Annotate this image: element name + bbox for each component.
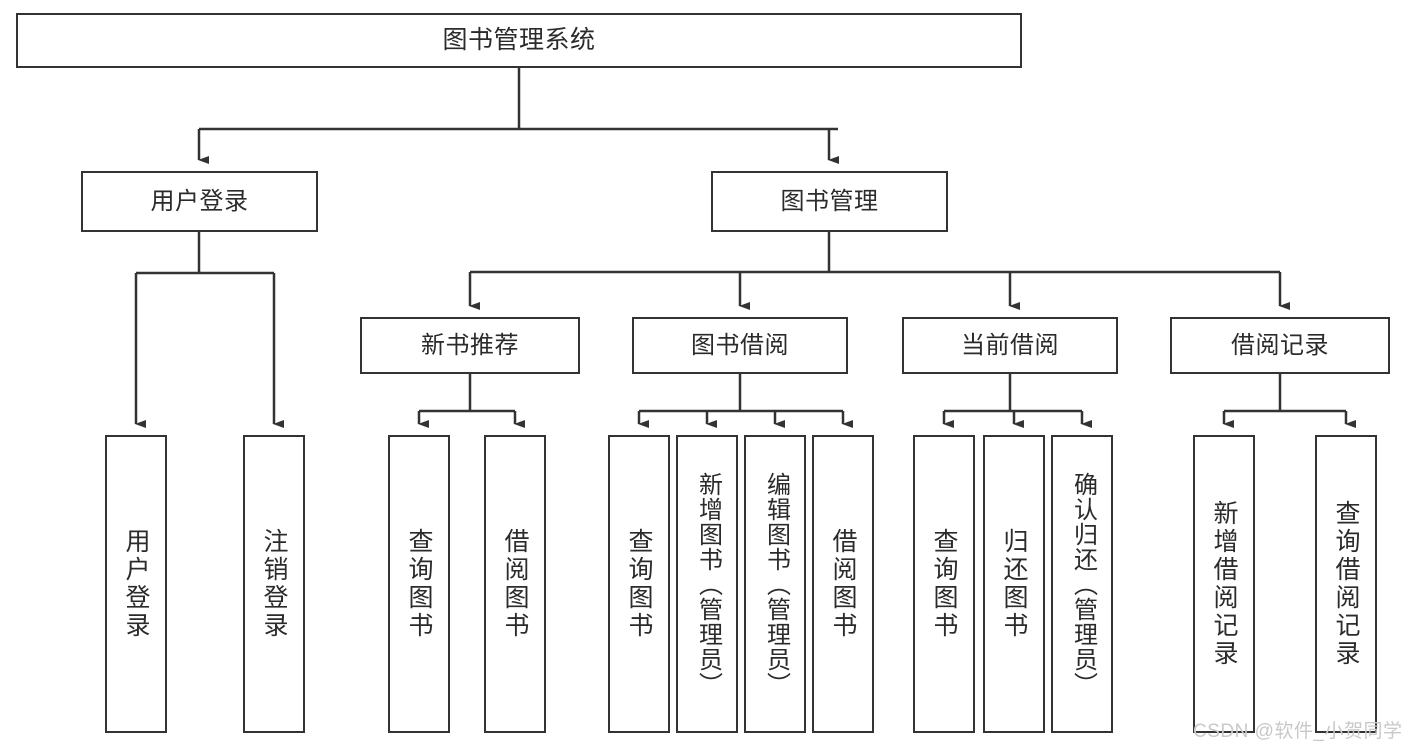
node-leaf-query-book-1-label: 查询图书 (405, 528, 433, 640)
node-leaf-add-record[interactable]: 新增借阅记录 (1193, 435, 1255, 733)
node-leaf-borrow-book-2-label: 借阅图书 (829, 528, 857, 640)
node-root-label: 图书管理系统 (442, 26, 596, 55)
node-new-book-rec[interactable]: 新书推荐 (360, 317, 580, 374)
node-user-login[interactable]: 用户登录 (81, 171, 318, 232)
node-leaf-logout[interactable]: 注销登录 (243, 435, 305, 733)
node-book-borrow[interactable]: 图书借阅 (632, 317, 848, 374)
node-borrow-record-label: 借阅记录 (1231, 331, 1329, 359)
node-user-login-label: 用户登录 (150, 187, 249, 215)
node-current-borrow[interactable]: 当前借阅 (902, 317, 1118, 374)
node-borrow-record[interactable]: 借阅记录 (1170, 317, 1390, 374)
node-book-manage-label: 图书管理 (780, 187, 879, 215)
node-leaf-query-record-label: 查询借阅记录 (1332, 500, 1360, 668)
node-leaf-add-book-label: 新增图书（管理员） (694, 471, 722, 697)
node-leaf-query-book-1[interactable]: 查询图书 (388, 435, 450, 733)
node-leaf-add-book[interactable]: 新增图书（管理员） (676, 435, 738, 733)
node-leaf-edit-book[interactable]: 编辑图书（管理员） (744, 435, 806, 733)
node-book-borrow-label: 图书借阅 (691, 331, 789, 359)
node-leaf-user-login-label: 用户登录 (122, 528, 150, 640)
node-leaf-add-record-label: 新增借阅记录 (1210, 500, 1238, 668)
node-leaf-borrow-book-1-label: 借阅图书 (501, 528, 529, 640)
node-leaf-confirm-return[interactable]: 确认归还（管理员） (1051, 435, 1113, 733)
node-leaf-borrow-book-1[interactable]: 借阅图书 (484, 435, 546, 733)
node-leaf-query-record[interactable]: 查询借阅记录 (1315, 435, 1377, 733)
node-leaf-borrow-book-2[interactable]: 借阅图书 (812, 435, 874, 733)
node-leaf-return-book-label: 归还图书 (1000, 528, 1028, 640)
node-leaf-return-book[interactable]: 归还图书 (983, 435, 1045, 733)
node-leaf-user-login[interactable]: 用户登录 (105, 435, 167, 733)
watermark-text: CSDN @软件_小贺同学 (1193, 721, 1403, 742)
node-current-borrow-label: 当前借阅 (961, 331, 1059, 359)
node-leaf-edit-book-label: 编辑图书（管理员） (762, 471, 790, 697)
node-leaf-query-book-3[interactable]: 查询图书 (913, 435, 975, 733)
node-new-book-rec-label: 新书推荐 (421, 331, 519, 359)
node-root[interactable]: 图书管理系统 (16, 13, 1022, 68)
node-book-manage[interactable]: 图书管理 (711, 171, 948, 232)
node-leaf-query-book-3-label: 查询图书 (930, 528, 958, 640)
node-leaf-query-book-2-label: 查询图书 (625, 528, 653, 640)
node-leaf-confirm-return-label: 确认归还（管理员） (1069, 471, 1097, 697)
node-leaf-logout-label: 注销登录 (260, 528, 288, 640)
node-leaf-query-book-2[interactable]: 查询图书 (608, 435, 670, 733)
